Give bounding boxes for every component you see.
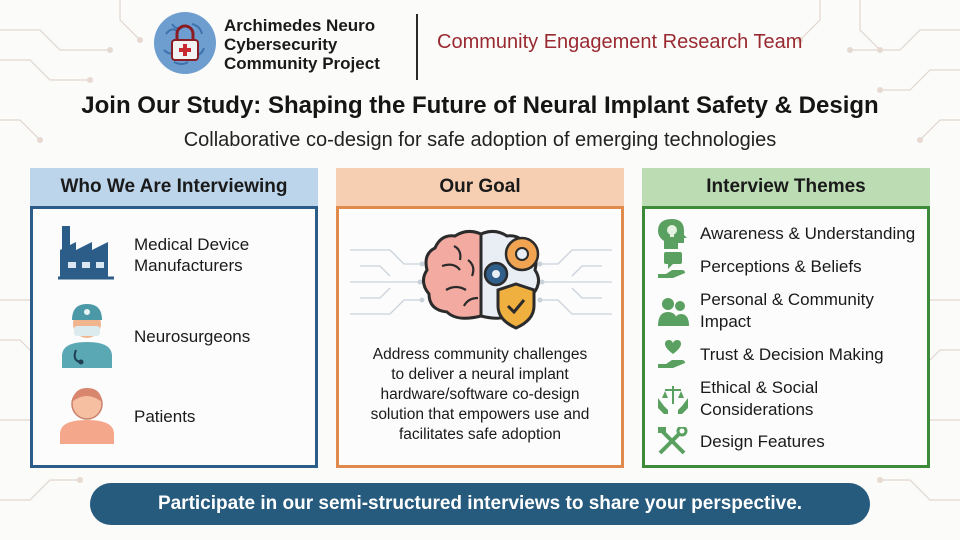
theme-impact: Personal & Community Impact bbox=[700, 290, 874, 331]
theme-ethical: Ethical & Social Considerations bbox=[700, 378, 819, 419]
participate-banner[interactable]: Participate in our semi-structured inter… bbox=[90, 483, 870, 525]
patient-icon bbox=[60, 388, 114, 444]
factory-icon bbox=[58, 226, 114, 280]
themes-panel bbox=[642, 206, 930, 468]
brain-gear-shield-icon bbox=[350, 229, 612, 330]
tools-icon bbox=[658, 427, 688, 455]
who-item-manufacturers: Medical Device Manufacturers bbox=[134, 235, 250, 275]
who-heading: Who We Are Interviewing bbox=[30, 168, 318, 206]
scales-hands-icon bbox=[658, 386, 688, 414]
goal-heading: Our Goal bbox=[336, 168, 624, 206]
hand-heart-icon bbox=[658, 340, 685, 368]
brain-lock-icon bbox=[154, 12, 216, 74]
people-icon bbox=[658, 298, 689, 326]
themes-heading: Interview Themes bbox=[642, 168, 930, 206]
header-divider bbox=[416, 14, 418, 80]
hand-speech-icon bbox=[658, 252, 685, 278]
theme-trust: Trust & Decision Making bbox=[700, 345, 884, 364]
theme-design: Design Features bbox=[700, 432, 825, 451]
team-name: Community Engagement Research Team bbox=[437, 31, 803, 53]
goal-text: Address community challenges to deliver … bbox=[370, 346, 590, 443]
who-item-neurosurgeons: Neurosurgeons bbox=[134, 327, 251, 346]
page-subtitle: Collaborative co-design for safe adoptio… bbox=[183, 129, 777, 151]
theme-perceptions: Perceptions & Beliefs bbox=[700, 257, 862, 276]
page-title: Join Our Study: Shaping the Future of Ne… bbox=[81, 92, 879, 119]
head-bulb-icon bbox=[658, 219, 687, 249]
org-name: Archimedes Neuro Cybersecurity Community… bbox=[224, 16, 380, 73]
theme-awareness: Awareness & Understanding bbox=[700, 224, 916, 243]
surgeon-icon bbox=[62, 304, 112, 368]
who-item-patients: Patients bbox=[134, 407, 196, 426]
